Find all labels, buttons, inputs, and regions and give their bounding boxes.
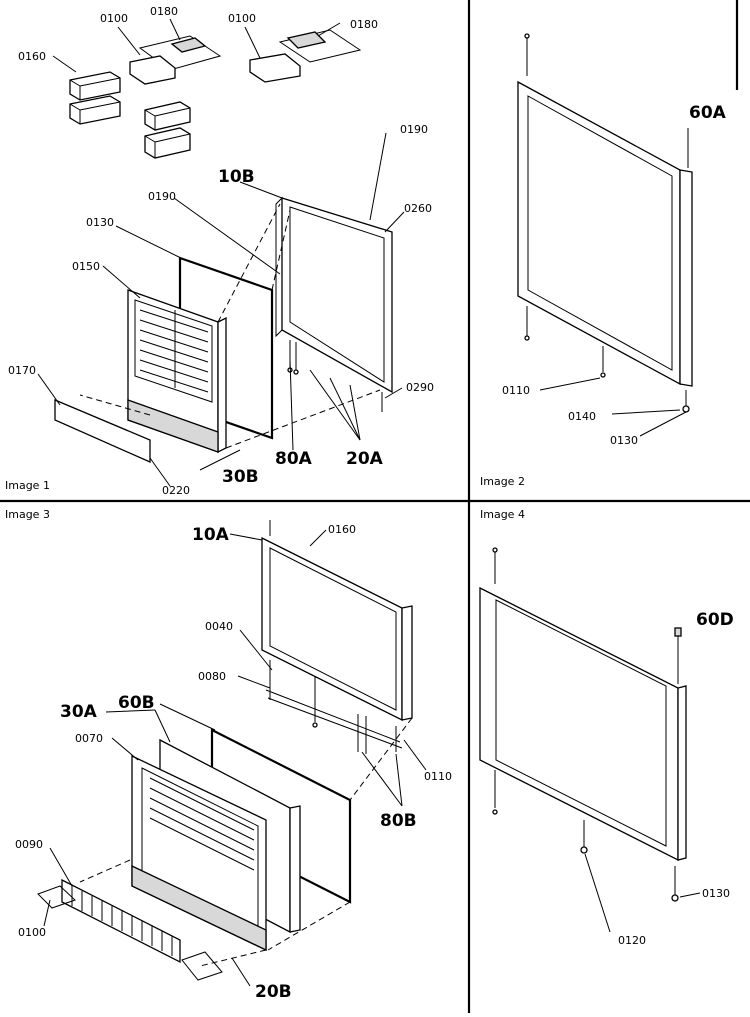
shelf-bracket-right — [249, 29, 362, 83]
shelf-bracket-left — [129, 35, 222, 85]
label-0190-b: 0190 — [148, 190, 176, 203]
label-10b: 10B — [218, 167, 255, 187]
panel-1-drawing: 0100 0180 0100 0180 0160 0190 10B 0190 0… — [8, 5, 434, 497]
label-80b: 80B — [380, 811, 417, 831]
label-0180-b: 0180 — [350, 18, 378, 31]
door-outer-panel — [127, 289, 227, 454]
label-0160-p3: 0160 — [328, 523, 356, 536]
label-0100-a: 0100 — [100, 12, 128, 25]
door-bin-small-1 — [69, 71, 121, 101]
label-0170: 0170 — [8, 364, 36, 377]
label-0130-p4: 0130 — [702, 887, 730, 900]
inner-door-panel-10b — [275, 196, 393, 394]
panel-caption-3: Image 3 — [5, 508, 50, 521]
label-0090: 0090 — [15, 838, 43, 851]
label-0150: 0150 — [72, 260, 100, 273]
label-0190-a: 0190 — [400, 123, 428, 136]
label-0290: 0290 — [406, 381, 434, 394]
kick-grille — [61, 878, 181, 964]
label-30a: 30A — [60, 702, 98, 722]
label-0130: 0130 — [86, 216, 114, 229]
door-frame-60d — [479, 586, 687, 862]
label-0260: 0260 — [404, 202, 432, 215]
label-0110-p3: 0110 — [424, 770, 452, 783]
panel-3-leaders — [43, 529, 427, 987]
label-20b: 20B — [255, 982, 292, 1002]
door-handle-trim — [54, 399, 151, 463]
label-30b: 30B — [222, 467, 259, 487]
label-0040: 0040 — [205, 620, 233, 633]
label-0110: 0110 — [502, 384, 530, 397]
label-0130-p2: 0130 — [610, 434, 638, 447]
panel-caption-4: Image 4 — [480, 508, 525, 521]
panel-caption-2: Image 2 — [480, 475, 525, 488]
door-liner-0070 — [131, 754, 267, 952]
panel-1-leaders — [37, 18, 405, 487]
label-0160: 0160 — [18, 50, 46, 63]
door-bin-small-3 — [144, 101, 191, 131]
panel-3-drawing: 10A 0160 0040 0080 60B 30A 0070 0110 80B… — [15, 520, 452, 1002]
door-bin-small-4 — [144, 127, 191, 159]
freezer-door-panel-60a — [517, 80, 693, 387]
label-10a: 10A — [192, 525, 230, 545]
label-20a: 20A — [346, 449, 384, 469]
label-80a: 80A — [275, 449, 313, 469]
label-0220: 0220 — [162, 484, 190, 497]
label-0140: 0140 — [568, 410, 596, 423]
label-60a: 60A — [689, 103, 727, 123]
panel-2-drawing: 60A 0110 0140 0130 — [502, 33, 727, 447]
door-bin-small-2 — [69, 95, 121, 125]
label-60b: 60B — [118, 693, 155, 713]
label-0100-p3: 0100 — [18, 926, 46, 939]
label-0180-a: 0180 — [150, 5, 178, 18]
inner-door-panel-10a — [261, 536, 413, 722]
label-0120: 0120 — [618, 934, 646, 947]
label-60d: 60D — [696, 610, 734, 630]
label-0080: 0080 — [198, 670, 226, 683]
panel-4-drawing: 60D 0130 0120 — [479, 547, 734, 947]
panel-caption-1: Image 1 — [5, 479, 50, 492]
label-0070: 0070 — [75, 732, 103, 745]
label-0100-b: 0100 — [228, 12, 256, 25]
